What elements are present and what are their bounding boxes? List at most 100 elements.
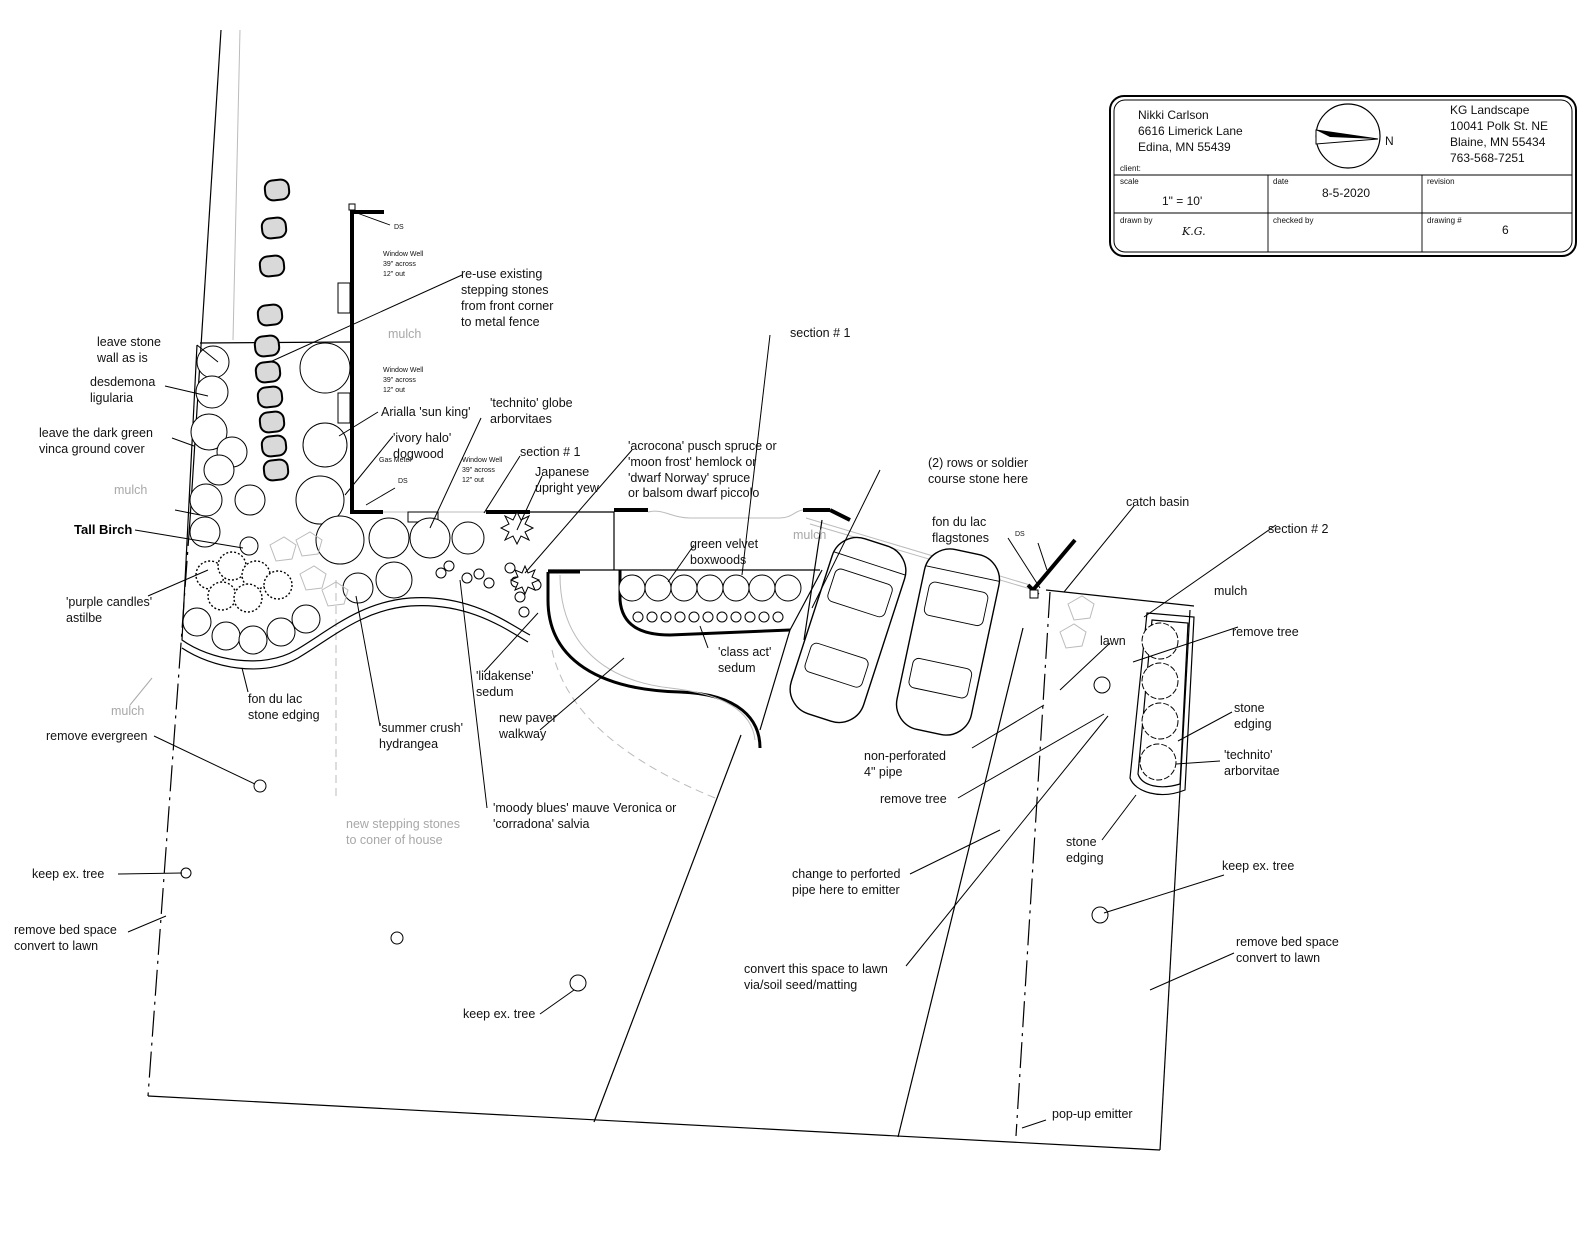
window-well-2-line2: 39" across <box>383 377 416 384</box>
pop-up-emitter-label: pop-up emitter <box>1052 1107 1133 1121</box>
date-label: date <box>1273 177 1289 186</box>
window-well-3-line2: 39" across <box>462 467 495 474</box>
company-phone: 763-568-7251 <box>1450 151 1525 165</box>
vinca-label-2: vinca ground cover <box>39 442 145 456</box>
arialla-label: Arialla 'sun king' <box>381 405 471 419</box>
acrocona-label-3: 'dwarf Norway' spruce <box>628 471 750 485</box>
tall-birch-label: Tall Birch <box>74 522 132 537</box>
acrocona-label-2: 'moon frost' hemlock or <box>628 455 756 469</box>
middle-bed-walkway <box>546 512 823 801</box>
north-arrow-icon: N <box>1315 103 1394 169</box>
mulch-label-2: mulch <box>114 483 147 497</box>
lidakense-label-1: 'lidakense' <box>476 669 534 683</box>
leader-lines <box>117 274 1277 1129</box>
japanese-yew-label-2: upright yew <box>535 481 600 495</box>
soldier-course-label-1: (2) rows or soldier <box>928 456 1028 470</box>
stone-edging-right-label-2: edging <box>1234 717 1272 731</box>
client-street: 6616 Limerick Lane <box>1138 124 1243 138</box>
remove-bed-space-right-label-2: convert to lawn <box>1236 951 1320 965</box>
checked-by-label: checked by <box>1273 216 1313 225</box>
window-well-1-line3: 12" out <box>383 271 405 278</box>
ds-label-right: DS <box>1015 531 1025 538</box>
catch-basin-label: catch basin <box>1126 495 1189 509</box>
remove-bed-space-left-label-2: convert to lawn <box>14 939 98 953</box>
client-label: client: <box>1120 164 1141 173</box>
drawn-by-value: K.G. <box>1181 225 1206 238</box>
drawn-by-label: drawn by <box>1120 216 1152 225</box>
keep-tree-label-2: keep ex. tree <box>463 1007 535 1021</box>
title-block: Nikki Carlson 6616 Limerick Lane Edina, … <box>1109 95 1577 257</box>
window-well-2-line3: 12" out <box>383 387 405 394</box>
section-1-label-b: section # 1 <box>790 326 851 340</box>
reuse-stones-label-4: to metal fence <box>461 315 540 329</box>
drawing-value: 6 <box>1502 223 1509 237</box>
ivory-halo-label-2: dogwood <box>393 447 444 461</box>
house-outline: DS Window Well 39" across 12" out Window… <box>337 203 851 523</box>
change-perforated-label-2: pipe here to emitter <box>792 883 900 897</box>
ds-label-top: DS <box>394 224 404 231</box>
mulch-label-5: mulch <box>1214 584 1247 598</box>
class-act-label-2: sedum <box>718 661 756 675</box>
remove-bed-space-left-label-1: remove bed space <box>14 923 117 937</box>
keep-tree-label-1: keep ex. tree <box>32 867 104 881</box>
fon-du-lac-edging-label-2: stone edging <box>248 708 320 722</box>
leave-stone-wall-label-1: leave stone <box>97 335 161 349</box>
desdemona-label-1: desdemona <box>90 375 155 389</box>
remove-tree-label-1: remove tree <box>1232 625 1299 639</box>
ivory-halo-label-1: 'ivory halo' <box>393 431 451 445</box>
window-well-1-line1: Window Well <box>383 251 424 258</box>
fon-du-lac-edging-label-1: fon du lac <box>248 692 302 706</box>
car-icon <box>895 548 1001 736</box>
existing-trees <box>180 779 587 992</box>
purple-candles-label-1: 'purple candles' <box>66 595 152 609</box>
left-planting-bed <box>181 342 542 670</box>
new-paver-label-1: new paver <box>499 711 557 725</box>
desdemona-label-2: ligularia <box>90 391 133 405</box>
ds-label-mid: DS <box>398 478 408 485</box>
leave-stone-wall-label-2: wall as is <box>96 351 148 365</box>
gas-meter-label: Gas Meter <box>379 457 412 464</box>
window-well-1-line2: 39" across <box>383 261 416 268</box>
class-act-label-1: 'class act' <box>718 645 771 659</box>
technito-globe-label-2: arborvitaes <box>490 412 552 426</box>
client-name: Nikki Carlson <box>1138 108 1209 122</box>
new-stepping-label-1: new stepping stones <box>346 817 460 831</box>
summer-crush-label-1: 'summer crush' <box>379 721 463 735</box>
client-city: Edina, MN 55439 <box>1138 140 1231 154</box>
reuse-stones-label-2: stepping stones <box>461 283 549 297</box>
north-label: N <box>1385 134 1394 148</box>
technito-globe-label-1: 'technito' globe <box>490 396 573 410</box>
vinca-label-1: leave the dark green <box>39 426 153 440</box>
non-perforated-label-1: non-perforated <box>864 749 946 763</box>
new-paver-label-2: walkway <box>498 727 547 741</box>
scale-label: scale <box>1120 177 1139 186</box>
lidakense-label-2: sedum <box>476 685 514 699</box>
revision-label: revision <box>1427 177 1455 186</box>
technito-arbor-label-1: 'technito' <box>1224 748 1273 762</box>
green-velvet-label-1: green velvet <box>690 537 759 551</box>
section-2-label: section # 2 <box>1268 522 1329 536</box>
date-value: 8-5-2020 <box>1322 186 1370 200</box>
new-stepping-label-2: to coner of house <box>346 833 443 847</box>
arborvitae-icon <box>1139 622 1179 781</box>
remove-evergreen-label: remove evergreen <box>46 729 147 743</box>
section-1-label-a: section # 1 <box>520 445 581 459</box>
flagstones-label-2: flagstones <box>932 531 989 545</box>
technito-arbor-label-2: arborvitae <box>1224 764 1280 778</box>
moody-blues-label-1: 'moody blues' mauve Veronica or <box>493 801 676 815</box>
moody-blues-label-2: 'corradona' salvia <box>493 817 590 831</box>
acrocona-label-4: or balsom dwarf piccolo <box>628 486 759 500</box>
convert-lawn-label-1: convert this space to lawn <box>744 962 888 976</box>
window-well-3-line1: Window Well <box>462 457 503 464</box>
stone-edging-bottom-label-1: stone <box>1066 835 1097 849</box>
stepping-stones <box>253 178 291 482</box>
remove-tree-label-2: remove tree <box>880 792 947 806</box>
window-well-2-line1: Window Well <box>383 367 424 374</box>
right-side-features <box>1026 538 1195 924</box>
keep-tree-label-3: keep ex. tree <box>1222 859 1294 873</box>
car-icon <box>789 536 907 724</box>
reuse-stones-label-3: from front corner <box>461 299 553 313</box>
scale-value: 1" = 10' <box>1162 194 1202 208</box>
japanese-yew-label-1: Japanese <box>535 465 589 479</box>
